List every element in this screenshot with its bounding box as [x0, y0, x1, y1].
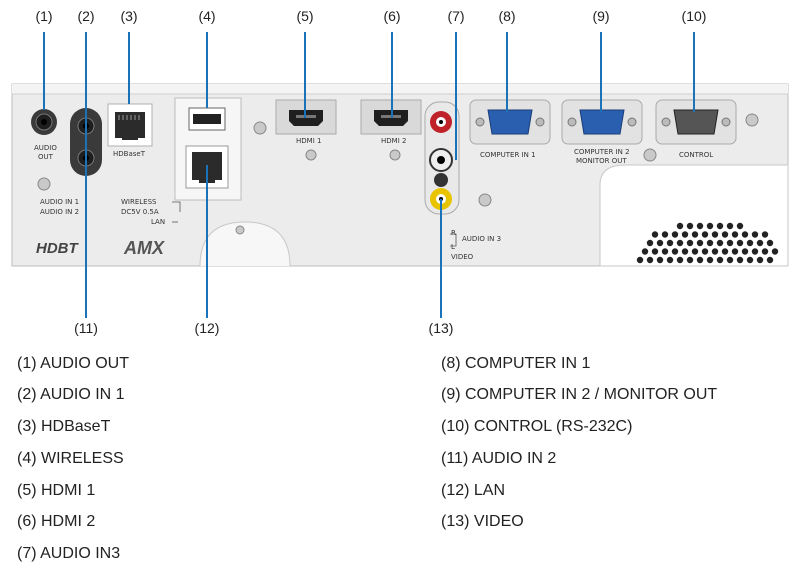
legend-left-6: (7) AUDIO IN3	[17, 545, 121, 562]
computer-in2-port	[561, 99, 643, 145]
label-control: CONTROL	[679, 151, 714, 159]
legend-left-4: (5) HDMI 1	[17, 482, 96, 499]
callout-12: (12)	[194, 320, 220, 336]
callout-2: (2)	[77, 8, 95, 24]
label-hdbaset: HDBaseT	[113, 150, 145, 158]
callout-1: (1)	[35, 8, 53, 24]
label-audio-in3: AUDIO IN 3	[462, 235, 502, 243]
legend-left-1: (2) AUDIO IN 1	[17, 386, 125, 403]
legend-right-0: (8) COMPUTER IN 1	[441, 355, 591, 372]
computer-in1-port	[469, 99, 551, 145]
label-audio-in3-l: L	[451, 243, 455, 251]
label-computer-in2-2: MONITOR OUT	[576, 157, 627, 165]
label-audio-out-1: AUDIO	[34, 144, 57, 152]
label-dc5v: DC5V 0.5A	[121, 208, 159, 216]
rca-jacks	[424, 101, 460, 215]
label-lan: LAN	[151, 218, 166, 226]
callout-6: (6)	[383, 8, 401, 24]
legend-left-0: (1) AUDIO OUT	[17, 355, 130, 372]
callout-7: (7)	[447, 8, 465, 24]
label-audio-in3-r: R	[451, 229, 456, 237]
label-video: VIDEO	[451, 253, 474, 261]
hdbt-logo: HDBT	[36, 240, 78, 257]
legend-right-2: (10) CONTROL (RS-232C)	[441, 418, 633, 435]
legend-left-3: (4) WIRELESS	[17, 450, 124, 467]
label-audio-in2: AUDIO IN 2	[40, 208, 80, 216]
label-wireless: WIRELESS	[121, 198, 157, 206]
callout-13: (13)	[428, 320, 454, 336]
screws	[37, 113, 759, 235]
callout-5: (5)	[296, 8, 314, 24]
audio-out-jack	[31, 109, 57, 135]
leader-lines	[43, 32, 695, 318]
callout-10: (10)	[681, 8, 707, 24]
speaker-grille	[599, 164, 789, 267]
hdbaset-port	[107, 103, 153, 147]
legend-left-5: (6) HDMI 2	[17, 513, 96, 530]
legend-right-3: (11) AUDIO IN 2	[441, 450, 557, 467]
amx-logo: AMX	[124, 238, 164, 258]
label-audio-out-2: OUT	[38, 153, 53, 161]
label-hdmi2: HDMI 2	[381, 137, 407, 145]
rear-panel-diagram	[11, 32, 789, 318]
callout-9: (9)	[592, 8, 610, 24]
label-hdmi1: HDMI 1	[296, 137, 322, 145]
callout-3: (3)	[120, 8, 138, 24]
callout-8: (8)	[498, 8, 516, 24]
label-computer-in1: COMPUTER IN 1	[480, 151, 536, 159]
legend-right-1: (9) COMPUTER IN 2 / MONITOR OUT	[441, 386, 718, 403]
label-audio-in1: AUDIO IN 1	[40, 198, 80, 206]
legend-right-4: (12) LAN	[441, 482, 506, 499]
callout-11: (11)	[74, 320, 98, 336]
control-port	[655, 99, 737, 145]
legend-right-5: (13) VIDEO	[441, 513, 524, 530]
label-computer-in2-1: COMPUTER IN 2	[574, 148, 630, 156]
callout-4: (4)	[198, 8, 216, 24]
legend-left-2: (3) HDBaseT	[17, 418, 111, 435]
